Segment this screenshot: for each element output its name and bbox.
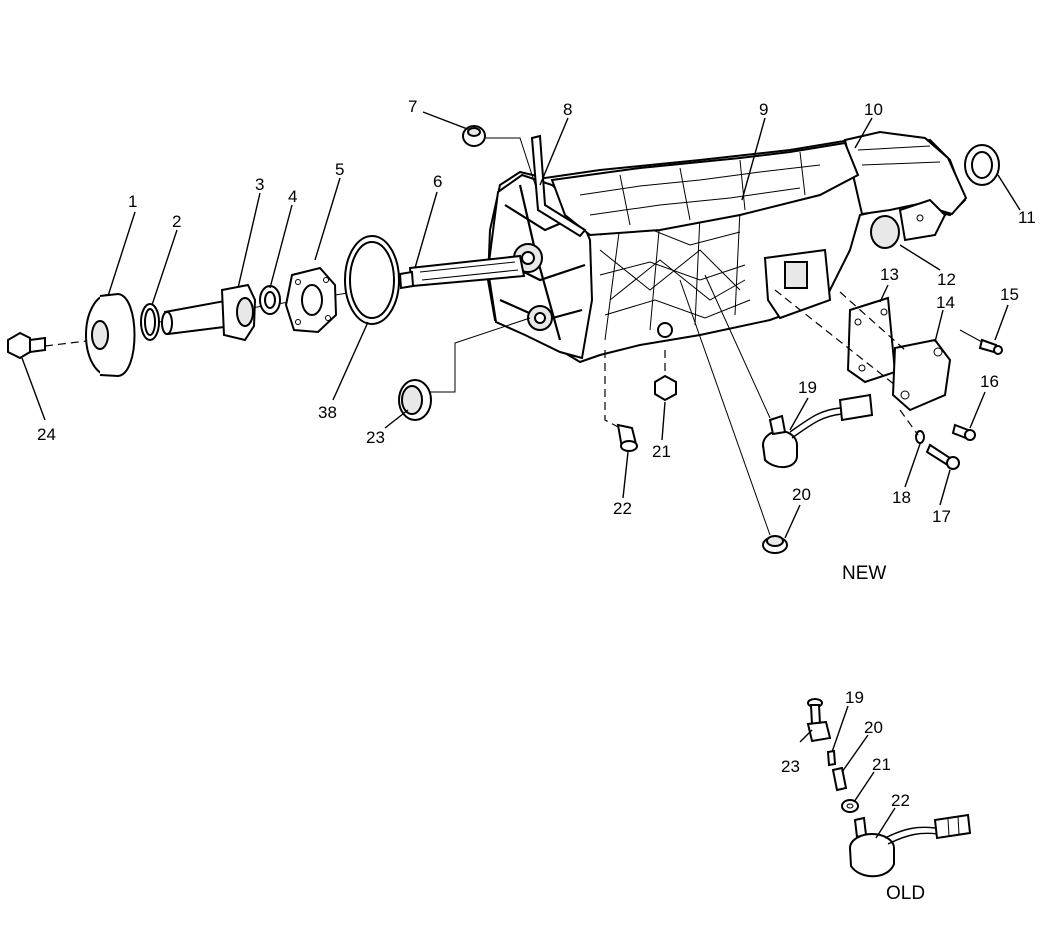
cover-bolt-17 (925, 443, 960, 470)
front-bolt (7, 331, 46, 360)
speed-sensor-housing (870, 198, 947, 249)
callout-1: 1 (128, 192, 137, 211)
old-spring-20 (831, 766, 848, 792)
caption-new: NEW (842, 563, 886, 584)
vent-tube (530, 134, 587, 238)
callout-2: 2 (172, 212, 181, 231)
callout-12: 12 (937, 270, 956, 289)
large-seal-ring (344, 235, 400, 325)
plug-20 (762, 535, 788, 554)
old-callout-23: 23 (781, 757, 800, 776)
old-bolt-23 (806, 698, 832, 743)
callout-21: 21 (652, 442, 671, 461)
fitting-22 (616, 423, 638, 452)
callout-16: 16 (980, 372, 999, 391)
shift-cover (891, 338, 952, 412)
callout-11: 11 (1018, 208, 1036, 227)
callout-6: 6 (433, 172, 442, 191)
sensor-19 (762, 393, 874, 469)
cover-bolt-15 (978, 338, 1003, 355)
callout-15: 15 (1000, 285, 1019, 304)
rear-seal (964, 144, 1000, 186)
callout-13: 13 (880, 265, 899, 284)
input-shaft (398, 254, 526, 290)
old-callout-19: 19 (845, 688, 864, 707)
bearing-retainer (161, 283, 257, 342)
old-callout-22: 22 (891, 791, 910, 810)
case-ribbing (599, 209, 751, 341)
old-sensor-22 (849, 813, 972, 878)
old-callout-21: 21 (872, 755, 891, 774)
callout-14: 14 (936, 293, 955, 312)
cover-bolt-16 (951, 423, 976, 441)
transmission-case (486, 130, 968, 364)
input-seal (259, 285, 281, 315)
breather-cap (462, 125, 486, 147)
old-pin-19 (826, 749, 837, 767)
caption-old: OLD (886, 883, 925, 904)
callout-18: 18 (892, 488, 911, 507)
callout-23: 23 (366, 428, 385, 447)
callout-38: 38 (318, 403, 337, 422)
shift-cover-plate (846, 296, 897, 384)
callout-8: 8 (563, 100, 572, 119)
callout-9: 9 (759, 100, 768, 119)
callout-20: 20 (792, 485, 811, 504)
callout-4: 4 (288, 187, 297, 206)
callout-labels: 1 2 3 4 5 6 7 8 9 10 11 12 13 14 15 16 1… (37, 97, 1036, 526)
callout-17: 17 (932, 507, 951, 526)
old-washer-21 (841, 799, 859, 813)
plug-leader (430, 317, 531, 393)
nut-21 (654, 374, 677, 402)
callout-10: 10 (864, 100, 883, 119)
retainer-gasket (284, 266, 338, 334)
old-callout-20: 20 (864, 718, 883, 737)
old-style-sensor-inset: 23 19 20 21 22 OLD (781, 688, 972, 904)
callout-22: 22 (613, 499, 632, 518)
callout-7: 7 (408, 97, 417, 116)
callout-5: 5 (335, 160, 344, 179)
callout-3: 3 (255, 175, 264, 194)
snap-ring (140, 303, 160, 341)
leader-lines (21, 111, 1021, 539)
input-collar (85, 292, 136, 378)
callout-24: 24 (37, 425, 56, 444)
callout-19: 19 (798, 378, 817, 397)
washer-18 (915, 430, 925, 444)
